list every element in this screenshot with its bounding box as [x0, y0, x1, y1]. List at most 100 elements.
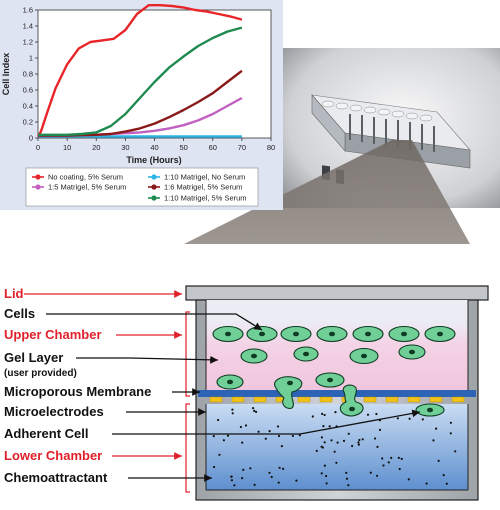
- leader-gel-layer: [76, 355, 219, 364]
- electrode: [429, 396, 443, 403]
- chemoattractant-dot: [336, 441, 339, 444]
- cell-nucleus: [437, 331, 443, 337]
- leader-cells: [46, 313, 263, 331]
- chemoattractant-dot: [328, 425, 331, 428]
- chemoattractant-dot: [277, 481, 280, 484]
- legend-entries: No coating, 5% Serum 1:10 Matrigel, No Se…: [32, 173, 247, 203]
- chemoattractant-dot: [323, 413, 326, 417]
- label-chemoattractant: Chemoattractant: [4, 470, 108, 485]
- cell-nucleus: [227, 379, 233, 385]
- chemoattractant-dot: [278, 466, 281, 469]
- lower-bracket: [185, 403, 190, 493]
- y-tick-label: 1: [29, 54, 33, 63]
- x-tick-label: 80: [267, 143, 275, 152]
- x-tick-label: 20: [92, 143, 100, 152]
- chemoattractant-dot: [358, 438, 361, 442]
- chemoattractant-dot: [378, 428, 382, 431]
- chemoattractant-dot: [270, 475, 273, 479]
- chemoattractant-dot: [345, 477, 349, 480]
- lid-shape: [185, 285, 489, 301]
- chemoattractant-dot: [298, 434, 301, 437]
- chemoattractant-dot: [257, 430, 260, 433]
- lower-chamber-liquid: [206, 404, 468, 490]
- chemoattractant-dot: [449, 421, 452, 424]
- electrode: [363, 396, 377, 403]
- legend-label: 1:10 Matrigel, No Serum: [164, 173, 245, 182]
- chemoattractant-dot: [408, 417, 411, 420]
- legend-label: 1:10 Matrigel, 5% Serum: [164, 194, 247, 203]
- chemoattractant-dot: [280, 445, 283, 448]
- migrating-cell: [274, 376, 303, 409]
- chemoattractant-dot: [249, 467, 252, 470]
- electrode: [209, 396, 223, 403]
- electrode: [385, 396, 399, 403]
- chemoattractant-dot: [295, 479, 298, 482]
- chemoattractant-dot: [396, 417, 399, 420]
- leader-lines: [24, 290, 421, 482]
- y-tick-label: 1.6: [23, 6, 33, 15]
- chemoattractant-dot: [375, 412, 378, 416]
- chemoattractant-dot: [264, 437, 267, 440]
- chemoattractant-dot: [361, 438, 364, 441]
- cell-nucleus: [293, 331, 299, 337]
- chemoattractant-dot: [347, 432, 350, 435]
- chemoattractant-dot: [374, 437, 377, 440]
- chemoattractant-dot: [381, 457, 384, 460]
- chemoattractant-dot: [351, 444, 354, 448]
- chemoattractant-dot: [253, 483, 256, 486]
- chemoattractant-dot: [390, 456, 393, 459]
- cell-nucleus: [287, 380, 293, 386]
- chemoattractant-dot: [400, 457, 403, 460]
- chemoattractant-dot: [398, 467, 401, 471]
- chemoattractant-dot: [376, 474, 379, 477]
- cell-nucleus: [401, 331, 407, 337]
- chemoattractant-dot: [330, 439, 333, 442]
- x-tick-label: 70: [238, 143, 246, 152]
- chart-series: [36, 4, 243, 138]
- chemoattractant-dot: [231, 412, 234, 415]
- x-tick-label: 0: [36, 143, 40, 152]
- chemoattractant-dot: [212, 435, 215, 438]
- chemoattractant-dot: [291, 434, 294, 437]
- chemoattractant-dot: [320, 445, 323, 448]
- chemoattractant-dot: [323, 441, 326, 444]
- chemoattractant-dot: [347, 484, 350, 487]
- chemoattractant-dot: [230, 479, 233, 482]
- y-tick-label: 0.8: [23, 70, 33, 79]
- chamber-brackets: [185, 311, 190, 493]
- x-tick-label: 30: [121, 143, 129, 152]
- chemoattractant-dot: [366, 413, 370, 416]
- cell-nucleus: [225, 331, 231, 337]
- chemoattractant-dot: [325, 474, 328, 478]
- chemoattractant-dot: [320, 472, 323, 475]
- chemoattractant-dot: [217, 418, 220, 422]
- chemoattractant-dot: [242, 468, 245, 471]
- chemoattractant-dot: [253, 409, 256, 412]
- chemoattractant-dot: [252, 407, 255, 410]
- chemoattractant-dot: [320, 436, 323, 439]
- legend-swatch-marker: [35, 184, 41, 190]
- chemoattractant-dot: [397, 456, 400, 459]
- label-microporous-membrane: Microporous Membrane: [4, 384, 151, 399]
- chemoattractant-dot: [268, 430, 271, 433]
- electrode: [451, 396, 465, 403]
- y-axis-label: Cell Index: [1, 53, 11, 96]
- chemoattractant-dot: [255, 410, 258, 413]
- label-microelectrodes: Microelectrodes: [4, 404, 104, 419]
- cell-nucleus: [327, 377, 333, 383]
- y-tick-label: 0: [29, 134, 33, 143]
- chemoattractant-dot: [387, 461, 390, 464]
- chemoattractant-dot: [432, 439, 435, 442]
- label-gel-layer: Gel Layer: [4, 350, 63, 365]
- chemoattractant-dot: [325, 482, 328, 485]
- chemoattractant-dot: [282, 467, 285, 470]
- chemoattractant-dot: [321, 412, 324, 415]
- x-axis-label: Time (Hours): [126, 155, 181, 165]
- chemoattractant-dot: [335, 461, 338, 464]
- label-adherent-cell: Adherent Cell: [4, 426, 89, 441]
- chemoattractant-dot: [323, 464, 326, 467]
- legend-label: No coating, 5% Serum: [48, 173, 123, 182]
- chemoattractant-dot: [407, 478, 410, 481]
